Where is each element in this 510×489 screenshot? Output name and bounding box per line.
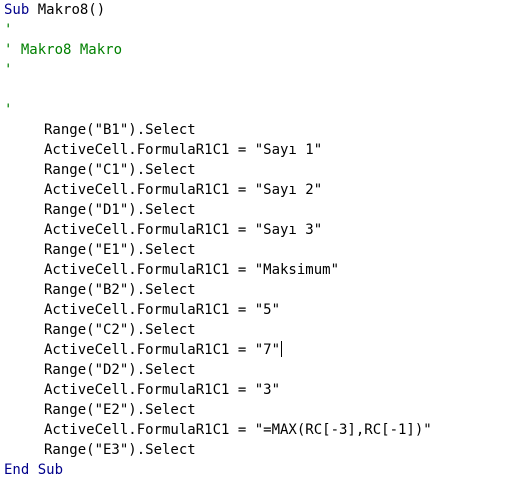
code-line-formula-d1[interactable]: ActiveCell.FormulaR1C1 = "Sayı 3" [4, 220, 432, 240]
code-text: Range("E1").Select [44, 242, 196, 258]
code-text: ActiveCell.FormulaR1C1 = "=MAX(RC[-3],RC… [44, 422, 432, 438]
code-text: Range("E2").Select [44, 402, 196, 418]
code-text: ActiveCell.FormulaR1C1 = "Sayı 2" [44, 182, 323, 198]
code-line-range-b2[interactable]: Range("B2").Select [4, 280, 432, 300]
sub-keyword: Sub [4, 2, 30, 18]
code-line-end-sub[interactable]: End Sub [4, 462, 64, 478]
code-line-sub-declaration[interactable]: Sub Makro8() [4, 0, 432, 20]
code-line-comment-3[interactable]: ' [4, 102, 13, 118]
code-text: ActiveCell.FormulaR1C1 = "Sayı 3" [44, 222, 323, 238]
code-text: Range("B1").Select [44, 122, 196, 138]
code-line-formula-b1[interactable]: ActiveCell.FormulaR1C1 = "Sayı 1" [4, 140, 432, 160]
code-text: ActiveCell.FormulaR1C1 = "3" [44, 382, 281, 398]
code-text: ActiveCell.FormulaR1C1 = "5" [44, 302, 281, 318]
code-text: Range("D2").Select [44, 362, 196, 378]
text-cursor [281, 341, 283, 357]
code-line-formula-c2[interactable]: ActiveCell.FormulaR1C1 = "7" [4, 340, 432, 360]
code-line-comment-2[interactable]: ' [4, 62, 13, 78]
code-text: Range("C2").Select [44, 322, 196, 338]
code-line-range-d2[interactable]: Range("D2").Select [4, 360, 432, 380]
code-text: ActiveCell.FormulaR1C1 = "Maksimum" [44, 262, 340, 278]
code-line-formula-e2[interactable]: ActiveCell.FormulaR1C1 = "=MAX(RC[-3],RC… [4, 420, 432, 440]
code-line-range-e3[interactable]: Range("E3").Select [4, 440, 432, 460]
code-line-comment-1[interactable]: ' [4, 22, 13, 38]
code-line-range-e1[interactable]: Range("E1").Select [4, 240, 432, 260]
code-text: Range("D1").Select [44, 202, 196, 218]
code-text: Range("C1").Select [44, 162, 196, 178]
code-line-range-c1[interactable]: Range("C1").Select [4, 160, 432, 180]
code-line-formula-e1[interactable]: ActiveCell.FormulaR1C1 = "Maksimum" [4, 260, 432, 280]
code-line-comment-title[interactable]: ' Makro8 Makro [4, 42, 123, 58]
code-area[interactable]: Sub Makro8() ' ' Makro8 Makro ' ' Range(… [4, 0, 432, 480]
code-text: ActiveCell.FormulaR1C1 = "7" [44, 342, 281, 358]
code-line-range-e2[interactable]: Range("E2").Select [4, 400, 432, 420]
code-text: Range("B2").Select [44, 282, 196, 298]
code-line-range-b1[interactable]: Range("B1").Select [4, 120, 432, 140]
code-line-range-c2[interactable]: Range("C2").Select [4, 320, 432, 340]
sub-name: Makro8() [37, 2, 106, 18]
code-line-blank[interactable] [4, 80, 432, 100]
code-text: Range("E3").Select [44, 442, 196, 458]
code-line-range-d1[interactable]: Range("D1").Select [4, 200, 432, 220]
code-line-formula-b2[interactable]: ActiveCell.FormulaR1C1 = "5" [4, 300, 432, 320]
code-text: ActiveCell.FormulaR1C1 = "Sayı 1" [44, 142, 323, 158]
code-line-formula-c1[interactable]: ActiveCell.FormulaR1C1 = "Sayı 2" [4, 180, 432, 200]
code-line-formula-d2[interactable]: ActiveCell.FormulaR1C1 = "3" [4, 380, 432, 400]
